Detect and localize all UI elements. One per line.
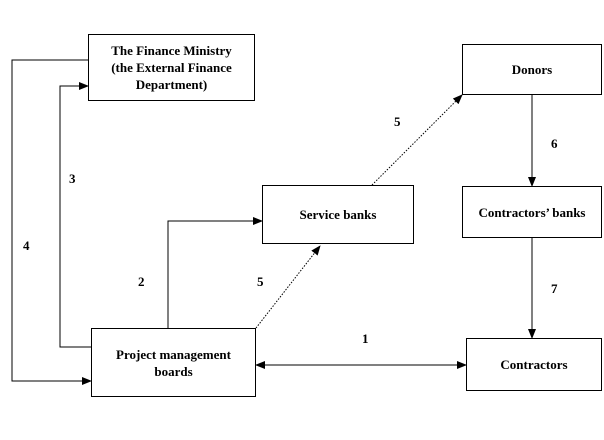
node-service-banks: Service banks xyxy=(262,185,414,244)
edge-label-7: 7 xyxy=(551,281,558,296)
edge-label-5b: 5 xyxy=(394,114,401,129)
node-finance-ministry: The Finance Ministry (the External Finan… xyxy=(88,34,255,101)
node-contractors-banks: Contractors’ banks xyxy=(462,186,602,238)
edge-label-6: 6 xyxy=(551,136,558,151)
finance-ministry-line-2: (the External Finance xyxy=(111,60,232,75)
contractors-banks-label: Contractors’ banks xyxy=(478,204,586,220)
edge-label-1: 1 xyxy=(362,331,369,346)
project-boards-line-1: Project management xyxy=(116,346,231,362)
contractors-label: Contractors xyxy=(500,357,568,372)
node-contractors: Contractors xyxy=(466,338,602,391)
finance-ministry-line-1: The Finance Ministry xyxy=(111,43,232,58)
edge-label-5a: 5 xyxy=(257,274,264,289)
edge-4 xyxy=(11,59,92,385)
edge-5b xyxy=(371,94,463,186)
project-boards-line-2: boards xyxy=(154,363,193,379)
donors-label: Donors xyxy=(511,62,553,77)
edge-label-2: 2 xyxy=(138,274,145,289)
service-banks-label: Service banks xyxy=(299,207,377,222)
edge-3 xyxy=(59,82,91,348)
node-project-management-boards: Project management boards xyxy=(91,328,256,397)
edge-label-3: 3 xyxy=(69,171,76,186)
edge-2 xyxy=(167,217,263,328)
node-donors: Donors xyxy=(462,44,602,95)
edge-label-4: 4 xyxy=(23,238,30,253)
finance-ministry-line-3: Department) xyxy=(135,77,208,92)
edge-5a xyxy=(255,245,321,329)
